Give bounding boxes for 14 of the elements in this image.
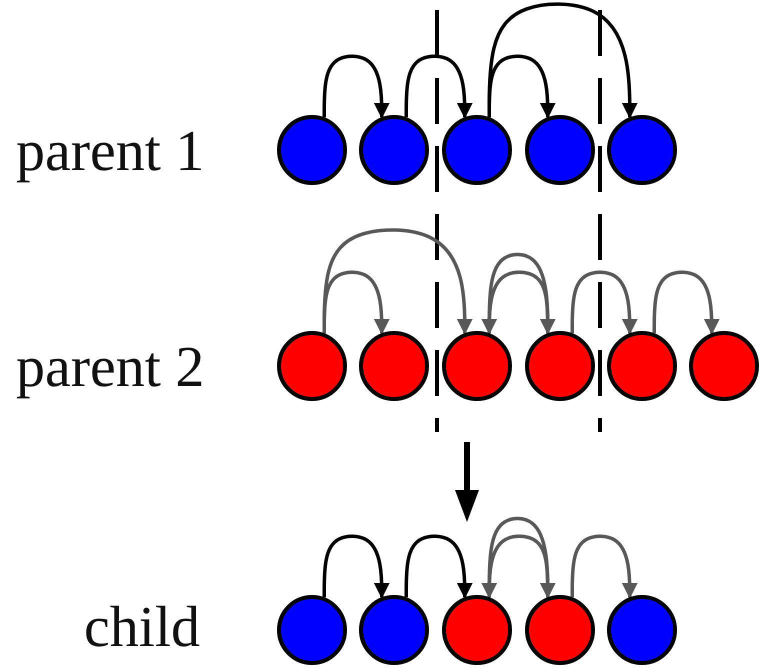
row-label: child	[84, 598, 200, 656]
arrow	[322, 534, 390, 599]
arrow	[404, 54, 473, 119]
arrow	[322, 54, 390, 119]
arrow	[570, 534, 638, 599]
arrow	[322, 228, 473, 335]
arrow	[652, 270, 720, 335]
arrow	[404, 534, 473, 599]
arrow	[481, 270, 550, 335]
row-label: parent 2	[16, 338, 204, 396]
arrow	[570, 270, 638, 335]
row-label: parent 1	[16, 122, 204, 180]
arrow	[481, 534, 550, 599]
arrow	[488, 2, 638, 119]
